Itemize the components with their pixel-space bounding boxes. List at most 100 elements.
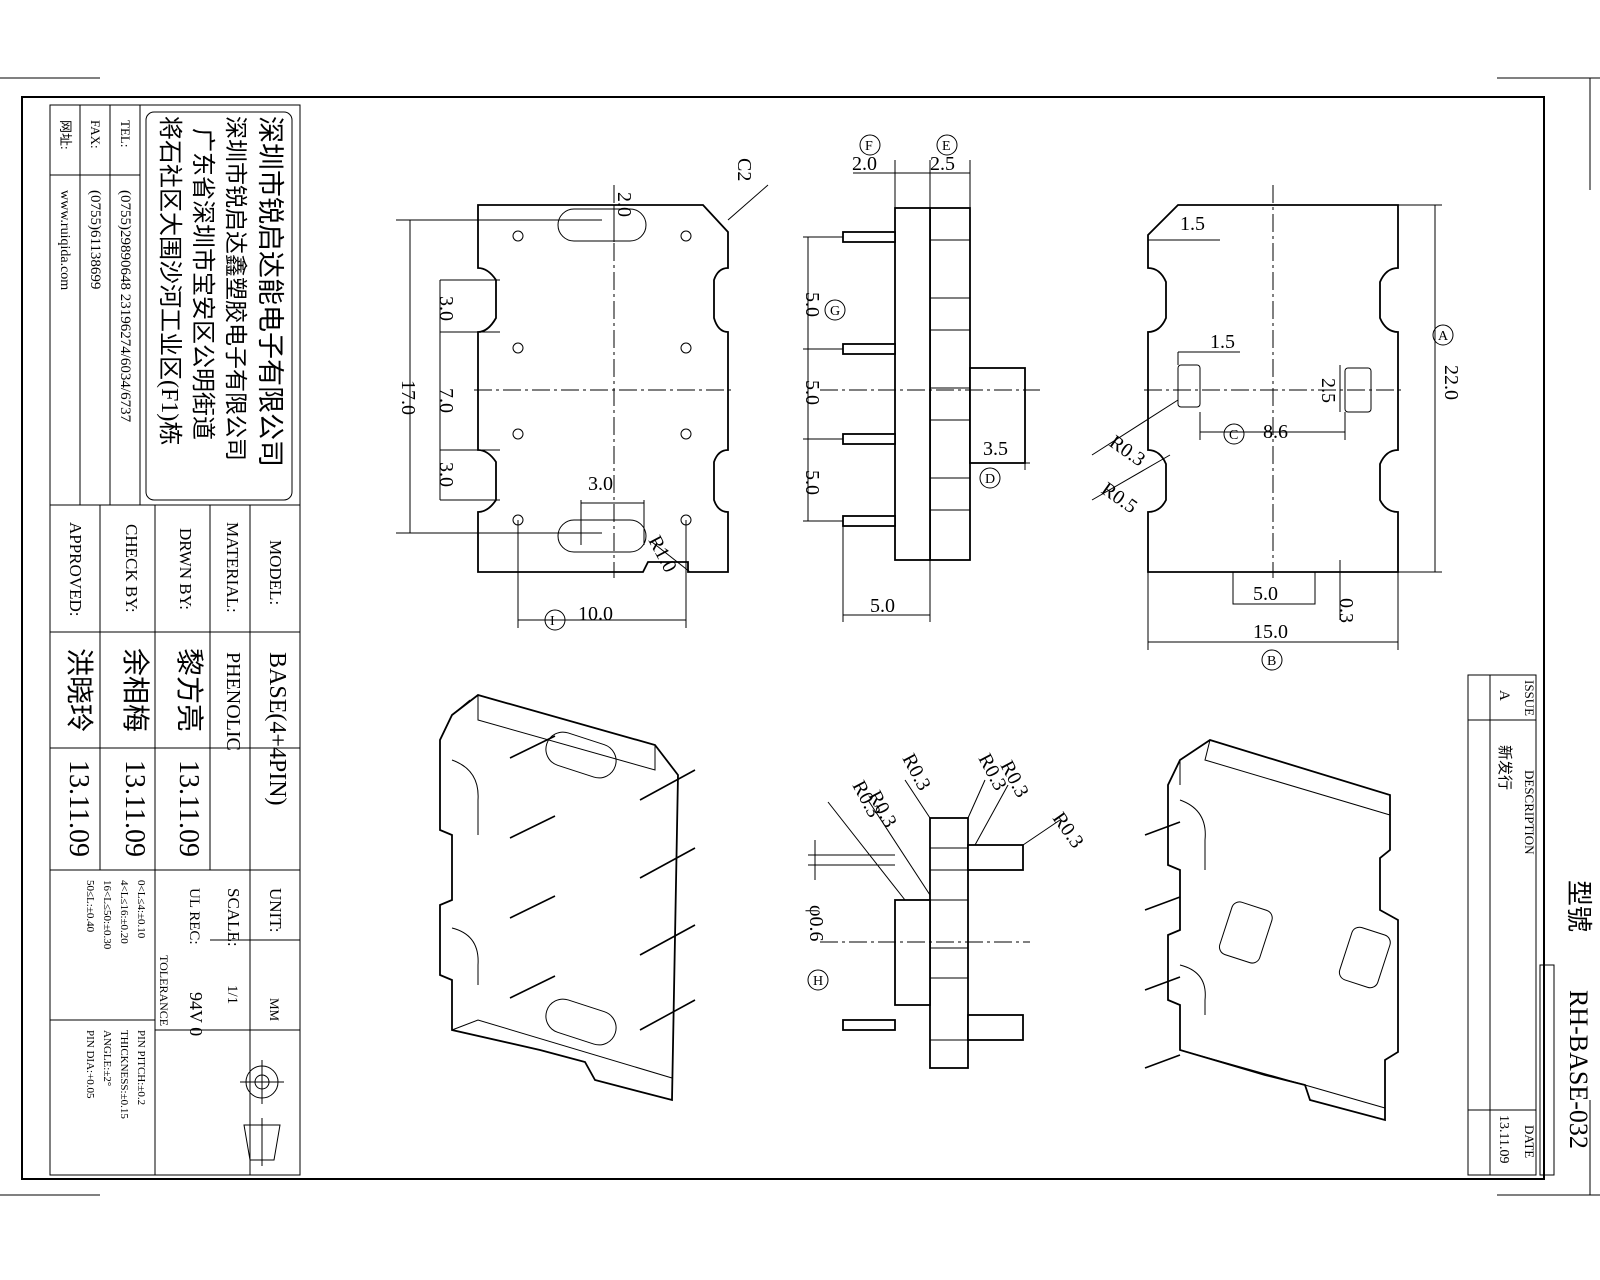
tol-left-3: 16<L≤50:±0.30	[101, 880, 113, 950]
unit-label: UNIT:	[266, 888, 285, 932]
top-reference-1: I	[550, 614, 555, 629]
company-line-3: 广东省深圳市宝安区公明街道	[189, 128, 216, 440]
bottom-dimension-10: 15.0	[1253, 621, 1288, 643]
fax-label: FAX:	[88, 120, 103, 149]
web-value: www.ruiqida.com	[57, 190, 72, 290]
check-name: 余相梅	[119, 648, 151, 732]
tol-right-3: ANGLE:±2°	[101, 1030, 113, 1086]
title-block: MODEL: BASE(4+4PIN) MATERIAL: PHENOLIC D…	[49, 504, 301, 1176]
type-label: 型號	[1564, 880, 1593, 932]
side-dimension-2: 2.5	[930, 153, 955, 175]
detail-dimension-3: R0.3	[898, 750, 935, 794]
top-reference-circle-1	[544, 609, 566, 631]
tol-right-1: PIN PITCH:±0.2	[135, 1030, 147, 1105]
side-reference-1: F	[865, 139, 873, 154]
tol-right-2: THICKNESS:±0.15	[118, 1030, 130, 1119]
detail-reference-circle-1	[807, 969, 829, 991]
detail-dimension-6: R0.3	[1048, 808, 1088, 852]
tolerance-label: TOLERANCE	[157, 955, 171, 1026]
bottom-reference-circle-1	[1223, 423, 1245, 445]
isometric-view-bottom	[1144, 739, 1399, 1122]
bottom-reference-3: B	[1267, 654, 1276, 669]
side-reference-circle-3	[824, 299, 846, 321]
desc-label: DESCRIPTION	[1522, 770, 1537, 855]
material-label: MATERIAL:	[223, 522, 242, 613]
corner-marks	[0, 77, 1600, 1196]
projection-symbol-icon	[240, 1060, 284, 1166]
issue-value: A	[1496, 690, 1512, 701]
side-dimension-7: 5.0	[870, 595, 895, 617]
desc-value: 新发行	[1496, 745, 1513, 790]
date-value: 13.11.09	[1496, 1115, 1511, 1163]
side-dimension-4: 5.0	[801, 380, 823, 405]
tol-left-1: 0<L≤4:±0.10	[135, 880, 147, 939]
drwn-date: 13.11.09	[173, 760, 204, 857]
side-reference-circle-4	[979, 467, 1001, 489]
company-line-1: 深圳市锐启达能电子有限公司	[255, 116, 285, 467]
company-line-4: 将石社区大围沙河工业区(F1)栋	[156, 116, 183, 445]
bottom-dimension-5: 8.6	[1263, 421, 1288, 443]
side-dimension-3: 5.0	[801, 292, 823, 317]
top-view	[396, 184, 769, 628]
bottom-dimension-8: 5.0	[1253, 583, 1278, 605]
approved-name: 洪晓玲	[63, 648, 95, 732]
side-reference-circle-2	[936, 134, 958, 156]
bottom-dimension-6: R0.5	[1097, 478, 1141, 518]
drwn-label: DRWN BY:	[176, 528, 195, 610]
tol-left-4: 50≤L:±0.40	[84, 880, 96, 933]
side-dimension-1: 2.0	[852, 153, 877, 175]
model-label: MODEL:	[266, 540, 285, 605]
bottom-reference-circle-2	[1432, 324, 1454, 346]
material-value: PHENOLIC	[222, 652, 244, 751]
side-reference-2: E	[942, 139, 951, 154]
side-reference-circle-1	[859, 134, 881, 156]
top-dimension-4: 7.0	[435, 388, 457, 413]
check-label: CHECK BY:	[122, 524, 141, 613]
tel-label: TEL:	[118, 120, 133, 147]
drawing-frame	[21, 96, 1545, 1180]
top-dimension-6: 17.0	[397, 380, 419, 415]
bottom-dimension-1: 1.5	[1180, 213, 1205, 235]
company-block: 深圳市锐启达能电子有限公司 深圳市锐启达鑫塑胶电子有限公司 广东省深圳市宝安区公…	[49, 104, 301, 506]
isometric-view-top	[439, 694, 696, 1102]
bottom-view	[1091, 185, 1442, 650]
revision-block: ISSUE A DESCRIPTION 新发行 DATE 13.11.09 型號…	[1467, 674, 1593, 1176]
bottom-reference-circle-3	[1261, 649, 1283, 671]
drwn-name: 黎方亮	[173, 648, 205, 732]
bottom-reference-1: C	[1229, 428, 1238, 443]
model-value: BASE(4+4PIN)	[264, 652, 290, 806]
top-dimension-2: 2.0	[613, 192, 635, 217]
check-date: 13.11.09	[119, 760, 150, 857]
top-dimension-5: 3.0	[435, 462, 457, 487]
bottom-dimension-7: 22.0	[1440, 365, 1462, 400]
issue-label: ISSUE	[1522, 680, 1537, 716]
scale-value: 1/1	[224, 985, 240, 1004]
top-dimension-7: 3.0	[588, 473, 613, 495]
tel-value: (0755)29890648 23196274/6034/6737	[117, 190, 133, 423]
ul-value: 94V 0	[186, 992, 206, 1036]
detail-reference-1: H	[813, 974, 823, 989]
top-dimension-9: 10.0	[578, 603, 613, 625]
side-dimension-6: 3.5	[983, 438, 1008, 460]
bottom-reference-2: A	[1438, 329, 1449, 344]
ul-label: UL REC:	[186, 888, 202, 945]
bottom-dimension-2: 1.5	[1210, 331, 1235, 353]
side-dimension-5: 5.0	[801, 470, 823, 495]
type-value: RH-BASE-032	[1564, 990, 1593, 1149]
side-reference-4: D	[985, 472, 995, 487]
web-label: 网址:	[58, 120, 73, 150]
detail-view	[808, 779, 1061, 1069]
approved-date: 13.11.09	[63, 760, 94, 857]
company-line-2: 深圳市锐启达鑫塑胶电子有限公司	[223, 116, 248, 461]
side-reference-3: G	[830, 304, 840, 319]
approved-label: APPROVED:	[66, 522, 85, 616]
date-label: DATE	[1522, 1125, 1537, 1158]
detail-dimension-7: φ0.6	[805, 905, 827, 942]
bottom-dimension-4: R0.3	[1105, 431, 1149, 471]
fax-value: (0755)61138699	[87, 190, 103, 289]
side-view	[803, 160, 1040, 622]
scale-label: SCALE:	[224, 888, 243, 947]
bottom-dimension-9: 0.3	[1335, 598, 1357, 623]
top-dimension-3: 3.0	[435, 296, 457, 321]
